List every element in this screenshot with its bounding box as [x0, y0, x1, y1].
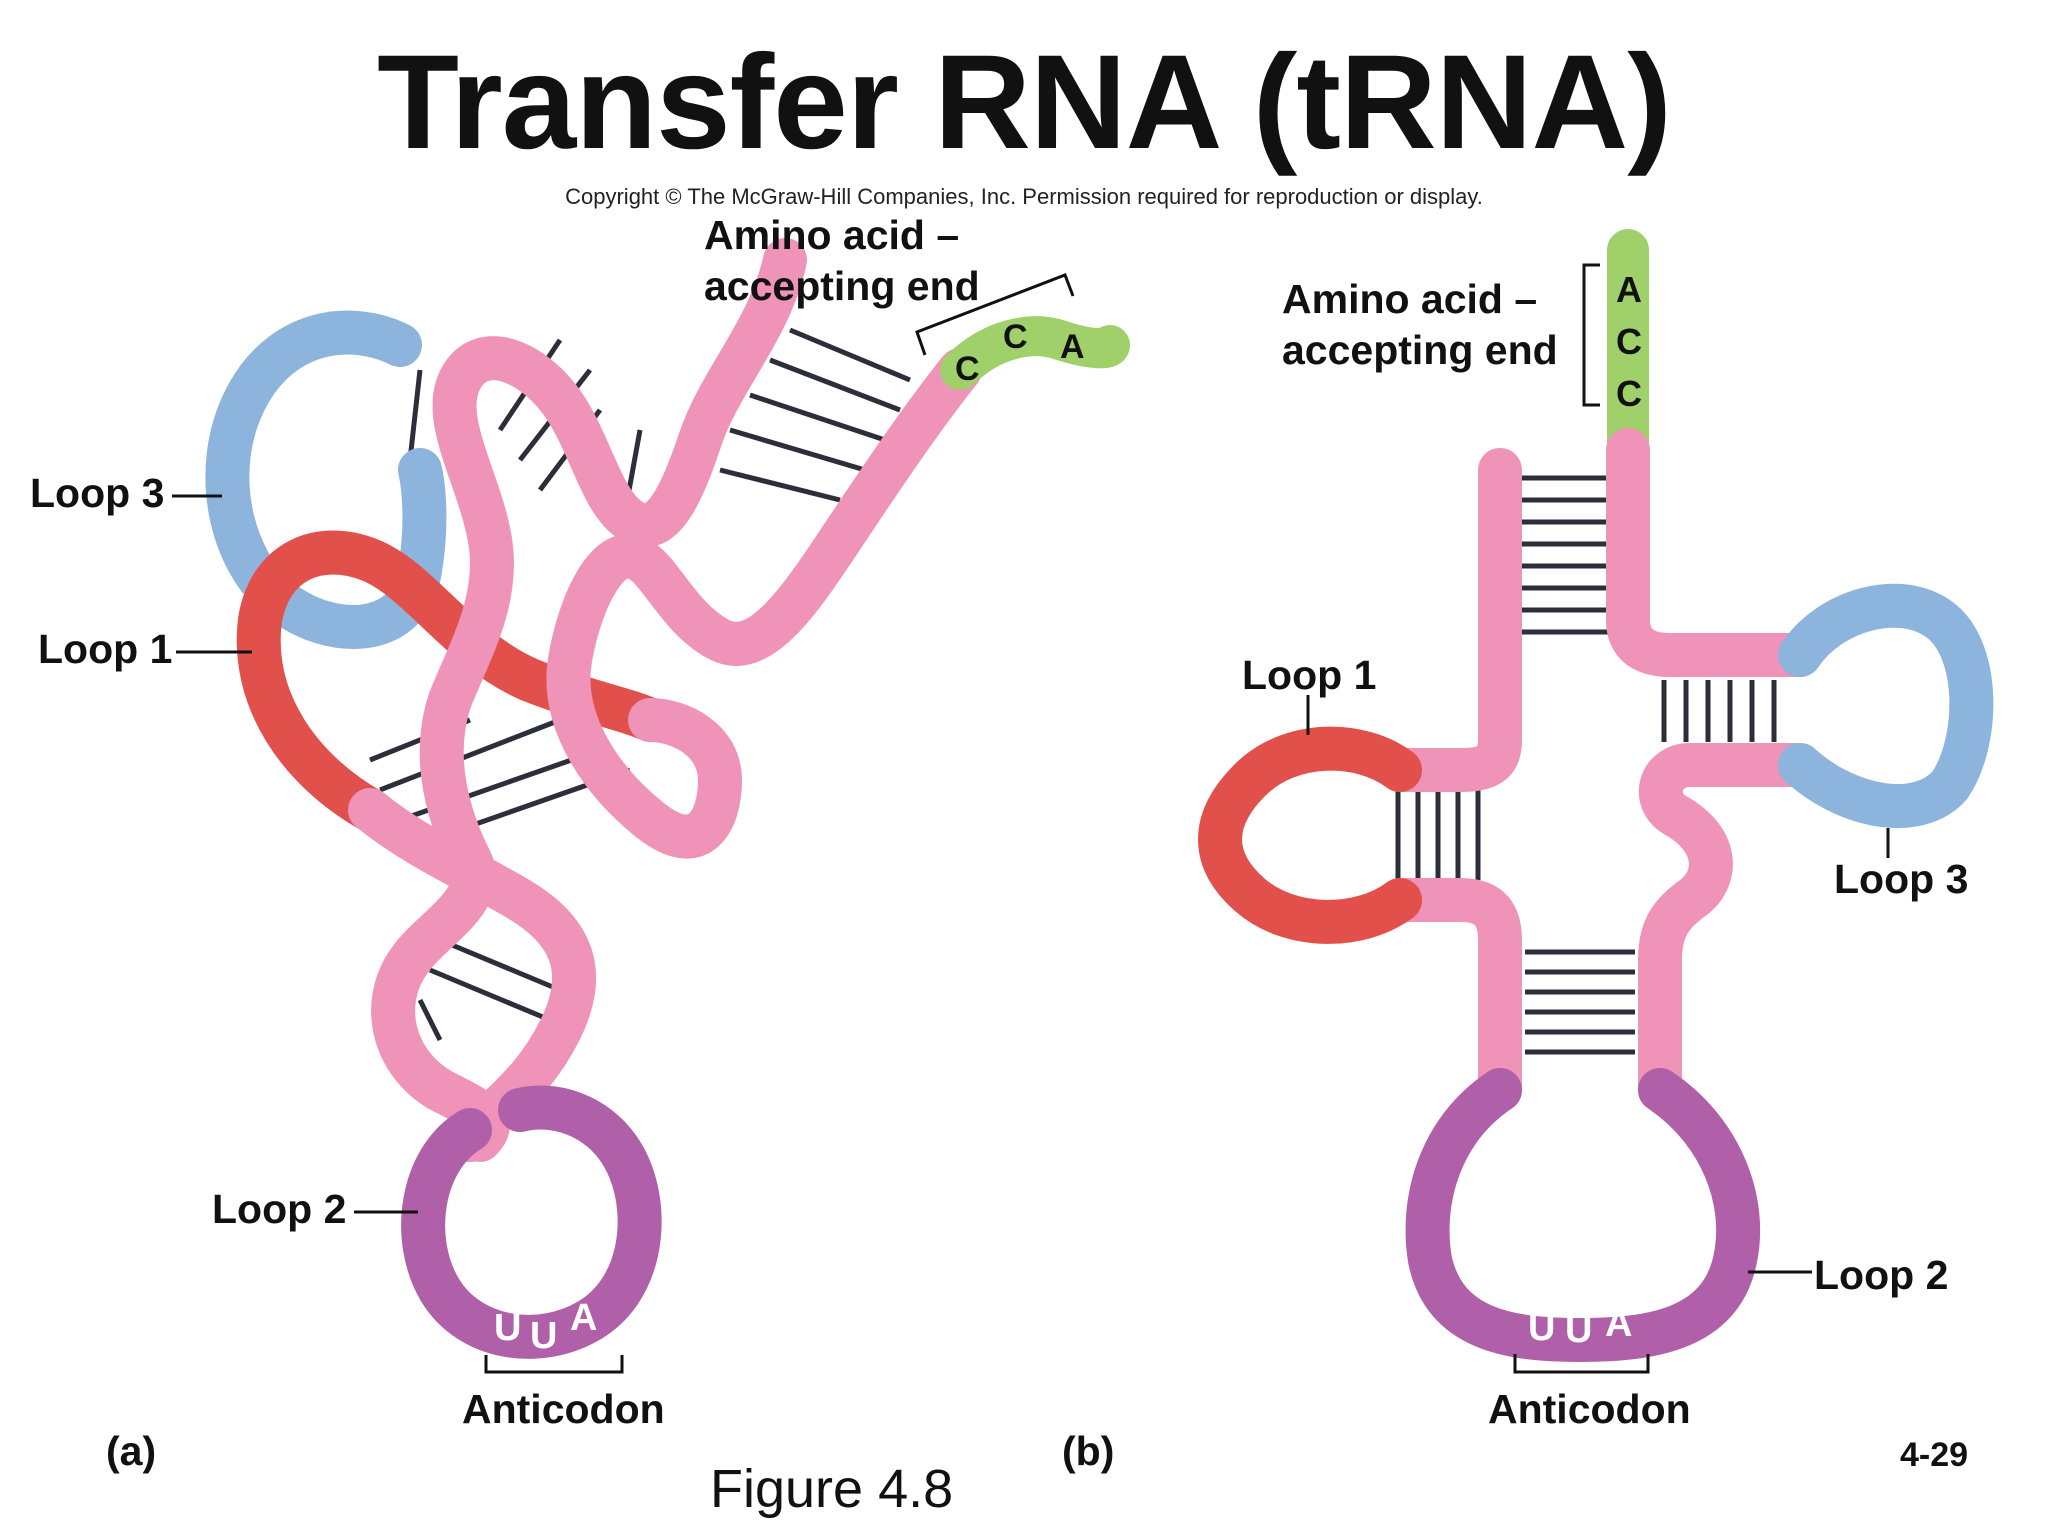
copyright-notice: Copyright © The McGraw-Hill Companies, I… — [565, 184, 1483, 209]
panel-b-loop3-label: Loop 3 — [1834, 856, 1969, 902]
panel-a-backbone-2 — [546, 348, 982, 859]
panel-a-loop2-label: Loop 2 — [212, 1186, 347, 1232]
panel-b-anticodon-a: A — [1605, 1303, 1632, 1345]
panel-b-acc-c1: C — [1616, 321, 1642, 362]
panel-b-amino-end-label: Amino acid – accepting end — [1282, 274, 1558, 377]
panel-a-amino-end-label: Amino acid – accepting end — [704, 210, 980, 313]
panel-a-acceptor-bracket — [915, 273, 1075, 356]
panel-b-anticodon-u2: U — [1565, 1309, 1592, 1351]
panel-a-panel-label: (a) — [106, 1428, 157, 1474]
panel-a-anticodon-u2: U — [530, 1315, 557, 1357]
panel-b-acc-a: A — [1616, 269, 1642, 310]
panel-b-panel-label: (b) — [1062, 1428, 1115, 1474]
panel-a-loop3-label: Loop 3 — [30, 470, 165, 516]
panel-a-cca-a: A — [1060, 328, 1085, 366]
panel-b-loop3 — [1778, 583, 1994, 828]
panel-b-backbone — [1378, 428, 1822, 1112]
panel-b-amino-end-line2: accepting end — [1282, 327, 1558, 374]
slide-title: Transfer RNA (tRNA) — [377, 28, 1672, 177]
panel-a-cca-c2: C — [1003, 318, 1028, 356]
panel-b-acc-c2: C — [1616, 373, 1642, 414]
panel-b-anticodon-label: Anticodon — [1488, 1386, 1691, 1432]
figure-caption: Figure 4.8 — [710, 1459, 954, 1519]
panel-b-base-pairs — [1395, 475, 1777, 1055]
panel-a-anticodon-bracket — [484, 1355, 624, 1374]
slide-number: 4-29 — [1900, 1436, 1969, 1474]
panel-b-loop2-label: Loop 2 — [1814, 1252, 1949, 1298]
panel-a-anticodon-label: Anticodon — [462, 1386, 665, 1432]
panel-a-amino-end-line2: accepting end — [704, 263, 980, 310]
panel-b-loop1 — [1198, 726, 1422, 944]
panel-a-cca-c1: C — [955, 350, 980, 388]
panel-a-loop2 — [401, 1085, 662, 1359]
panel-a-amino-end-line1: Amino acid – — [704, 212, 960, 258]
panel-b-acceptor-bracket — [1582, 263, 1600, 407]
panel-a-anticodon-u1: U — [494, 1307, 521, 1349]
panel-a-anticodon-a: A — [570, 1297, 597, 1339]
panel-a-acceptor-end — [940, 316, 1130, 390]
panel-a-loop1-label: Loop 1 — [38, 626, 173, 672]
panel-b-loop2 — [1405, 1068, 1761, 1363]
panel-b-amino-end-line1: Amino acid – — [1282, 276, 1538, 322]
panel-b-structure: A C C U U A — [1198, 229, 1994, 1374]
panel-b-anticodon-bracket — [1513, 1354, 1650, 1374]
panel-b-anticodon-u1: U — [1528, 1307, 1555, 1349]
panel-a-backbone — [371, 238, 807, 1162]
panel-a-structure: C C A U U A — [172, 238, 1130, 1374]
panel-b-loop1-label: Loop 1 — [1242, 652, 1377, 698]
